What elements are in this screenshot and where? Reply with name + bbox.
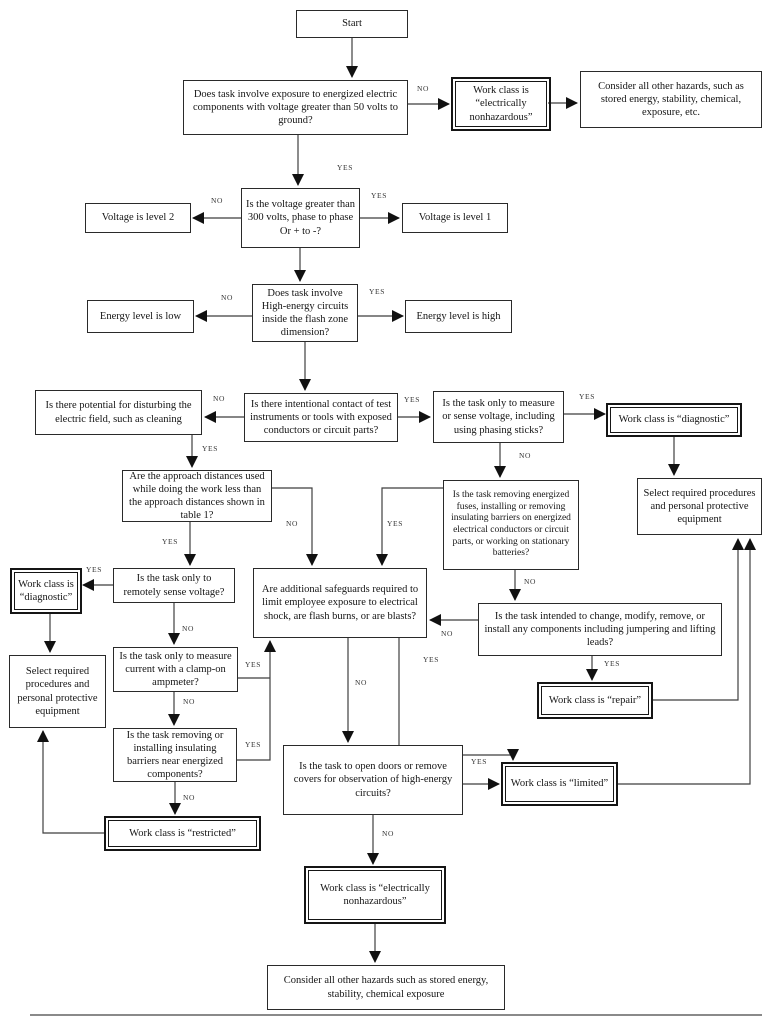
node-voltage-level-2: Voltage is level 2 [85,203,191,233]
node-workclass-repair: Work class is “repair” [537,682,653,719]
node-workclass-diagnostic-left: Work class is “diagnostic” [10,568,82,614]
node-question-change-modify: Is the task intended to change, modify, … [478,603,722,656]
node-workclass-diagnostic-right: Work class is “diagnostic” [606,403,742,437]
edge-label-no: NO [355,678,368,687]
node-start: Start [296,10,408,38]
edge-label-no: NO [182,624,195,633]
edge-label-yes: YES [387,519,403,528]
node-energy-low: Energy level is low [87,300,194,333]
edge-label-no: NO [211,196,224,205]
node-voltage-level-1: Voltage is level 1 [402,203,508,233]
edge-label-no: NO [183,697,196,706]
edge-label-yes: YES [337,163,353,172]
edge-label-no: NO [382,829,395,838]
edge-label-yes: YES [423,655,439,664]
edge-label-no: NO [417,84,430,93]
node-workclass-limited: Work class is “limited” [501,762,618,806]
node-workclass-nonhazardous-bottom: Work class is “electrically nonhazardous… [304,866,446,924]
node-question-disturb-field: Is there potential for disturbing the el… [35,390,202,435]
edge-label-no: NO [286,519,299,528]
edge-label-yes: YES [579,392,595,401]
page-edge-artifact [30,1014,762,1016]
edge-label-yes: YES [245,740,261,749]
edge-label-no: NO [213,394,226,403]
node-question-insulating-barriers: Is the task removing or installing insul… [113,728,237,782]
node-question-additional-safeguards: Are additional safeguards required to li… [253,568,427,638]
edge-label-yes: YES [369,287,385,296]
node-question-exposure: Does task involve exposure to energized … [183,80,408,135]
node-question-clamp-on-ampmeter: Is the task only to measure current with… [113,647,238,692]
edge-label-yes: YES [245,660,261,669]
edge-label-yes: YES [371,191,387,200]
node-question-intentional-contact: Is there intentional contact of test ins… [244,393,398,442]
edge-label-yes: YES [404,395,420,404]
edge-label-yes: YES [604,659,620,668]
node-question-open-doors: Is the task to open doors or remove cove… [283,745,463,815]
edge-label-yes: YES [162,537,178,546]
node-question-energy-flash-zone: Does task involve High-energy circuits i… [252,284,358,342]
node-select-procedures-left: Select required procedures and personal … [9,655,106,728]
edge-label-no: NO [183,793,196,802]
edge-label-no: NO [519,451,532,460]
node-select-procedures-right: Select required procedures and personal … [637,478,762,535]
edge-label-yes: YES [471,757,487,766]
node-question-approach-distances: Are the approach distances used while do… [122,470,272,522]
node-workclass-restricted: Work class is “restricted” [104,816,261,851]
node-question-voltage-300: Is the voltage greater than 300 volts, p… [241,188,360,248]
edge-label-yes: YES [202,444,218,453]
node-question-removing-fuses: Is the task removing energized fuses, in… [443,480,579,570]
node-energy-high: Energy level is high [405,300,512,333]
edge-label-yes: YES [86,565,102,574]
node-question-remotely-sense: Is the task only to remotely sense volta… [113,568,235,603]
node-consider-hazards-bottom: Consider all other hazards such as store… [267,965,505,1010]
edge-label-no: NO [441,629,454,638]
node-workclass-nonhazardous-top: Work class is “electrically nonhazardous… [451,77,551,131]
node-question-measure-sense-voltage: Is the task only to measure or sense vol… [433,391,564,443]
node-consider-hazards-top: Consider all other hazards, such as stor… [580,71,762,128]
edge-label-no: NO [221,293,234,302]
edge-label-no: NO [524,577,537,586]
